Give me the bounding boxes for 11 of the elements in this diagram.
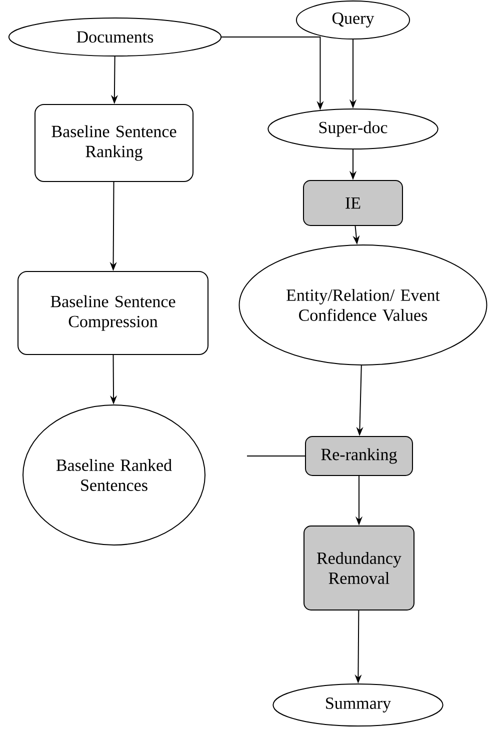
ellipse-node: Documents xyxy=(8,18,222,56)
ellipse-node: Entity/Relation/ Event Confidence Values xyxy=(238,244,488,366)
process-box: IE xyxy=(303,180,403,226)
process-box: Baseline Sentence Ranking xyxy=(34,104,194,182)
process-box: Baseline Sentence Compression xyxy=(18,271,208,355)
process-box: Re-ranking xyxy=(305,436,413,476)
ellipse-node: Summary xyxy=(272,684,444,726)
ellipse-node: Baseline Ranked Sentences xyxy=(22,404,206,546)
process-box: Redundancy Removal xyxy=(304,526,414,610)
ellipse-node: Super-doc xyxy=(268,108,438,150)
ellipse-node: Query xyxy=(296,0,410,40)
